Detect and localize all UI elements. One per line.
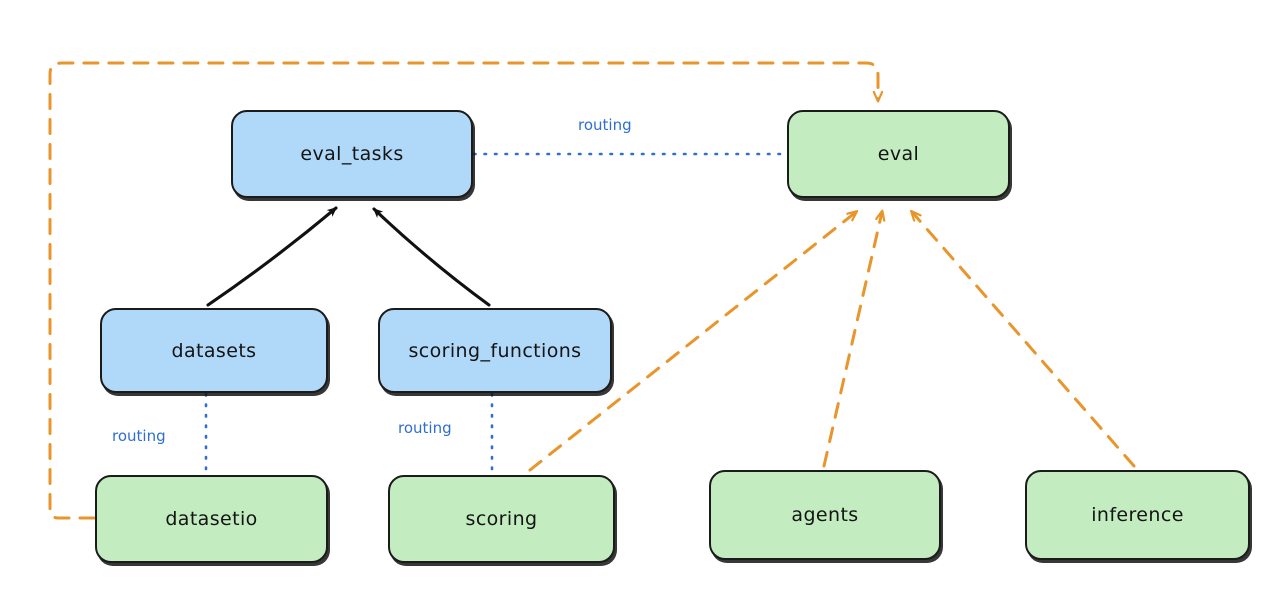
- node-inference[interactable]: inference: [1025, 470, 1250, 560]
- node-eval[interactable]: eval: [787, 110, 1010, 198]
- node-eval-tasks[interactable]: eval_tasks: [231, 110, 473, 198]
- edge-label-routing-scoring-functions-scoring: routing: [398, 419, 452, 437]
- edge-inference-to-eval: [912, 212, 1136, 468]
- edge-agents-to-eval: [822, 212, 882, 468]
- node-datasets[interactable]: datasets: [100, 308, 328, 393]
- node-label-agents: agents: [791, 504, 859, 526]
- node-label-eval-tasks: eval_tasks: [300, 143, 404, 165]
- node-label-datasetio: datasetio: [165, 508, 258, 530]
- node-label-scoring-functions: scoring_functions: [408, 339, 582, 362]
- edge-datasets-to-eval-tasks: [206, 206, 338, 307]
- node-label-eval: eval: [877, 143, 920, 165]
- node-label-inference: inference: [1091, 504, 1184, 526]
- node-label-datasets: datasets: [171, 339, 257, 362]
- node-scoring[interactable]: scoring: [388, 475, 615, 563]
- edge-label-routing-datasets-datasetio: routing: [112, 427, 166, 445]
- edge-label-routing-eval-tasks-eval: routing: [578, 116, 632, 134]
- node-label-scoring: scoring: [465, 508, 538, 530]
- edge-scoring-to-eval: [528, 212, 856, 472]
- node-datasetio[interactable]: datasetio: [95, 475, 328, 563]
- edge-scoring-functions-to-eval-tasks: [372, 207, 491, 307]
- node-scoring-functions[interactable]: scoring_functions: [378, 308, 612, 393]
- node-agents[interactable]: agents: [709, 470, 941, 560]
